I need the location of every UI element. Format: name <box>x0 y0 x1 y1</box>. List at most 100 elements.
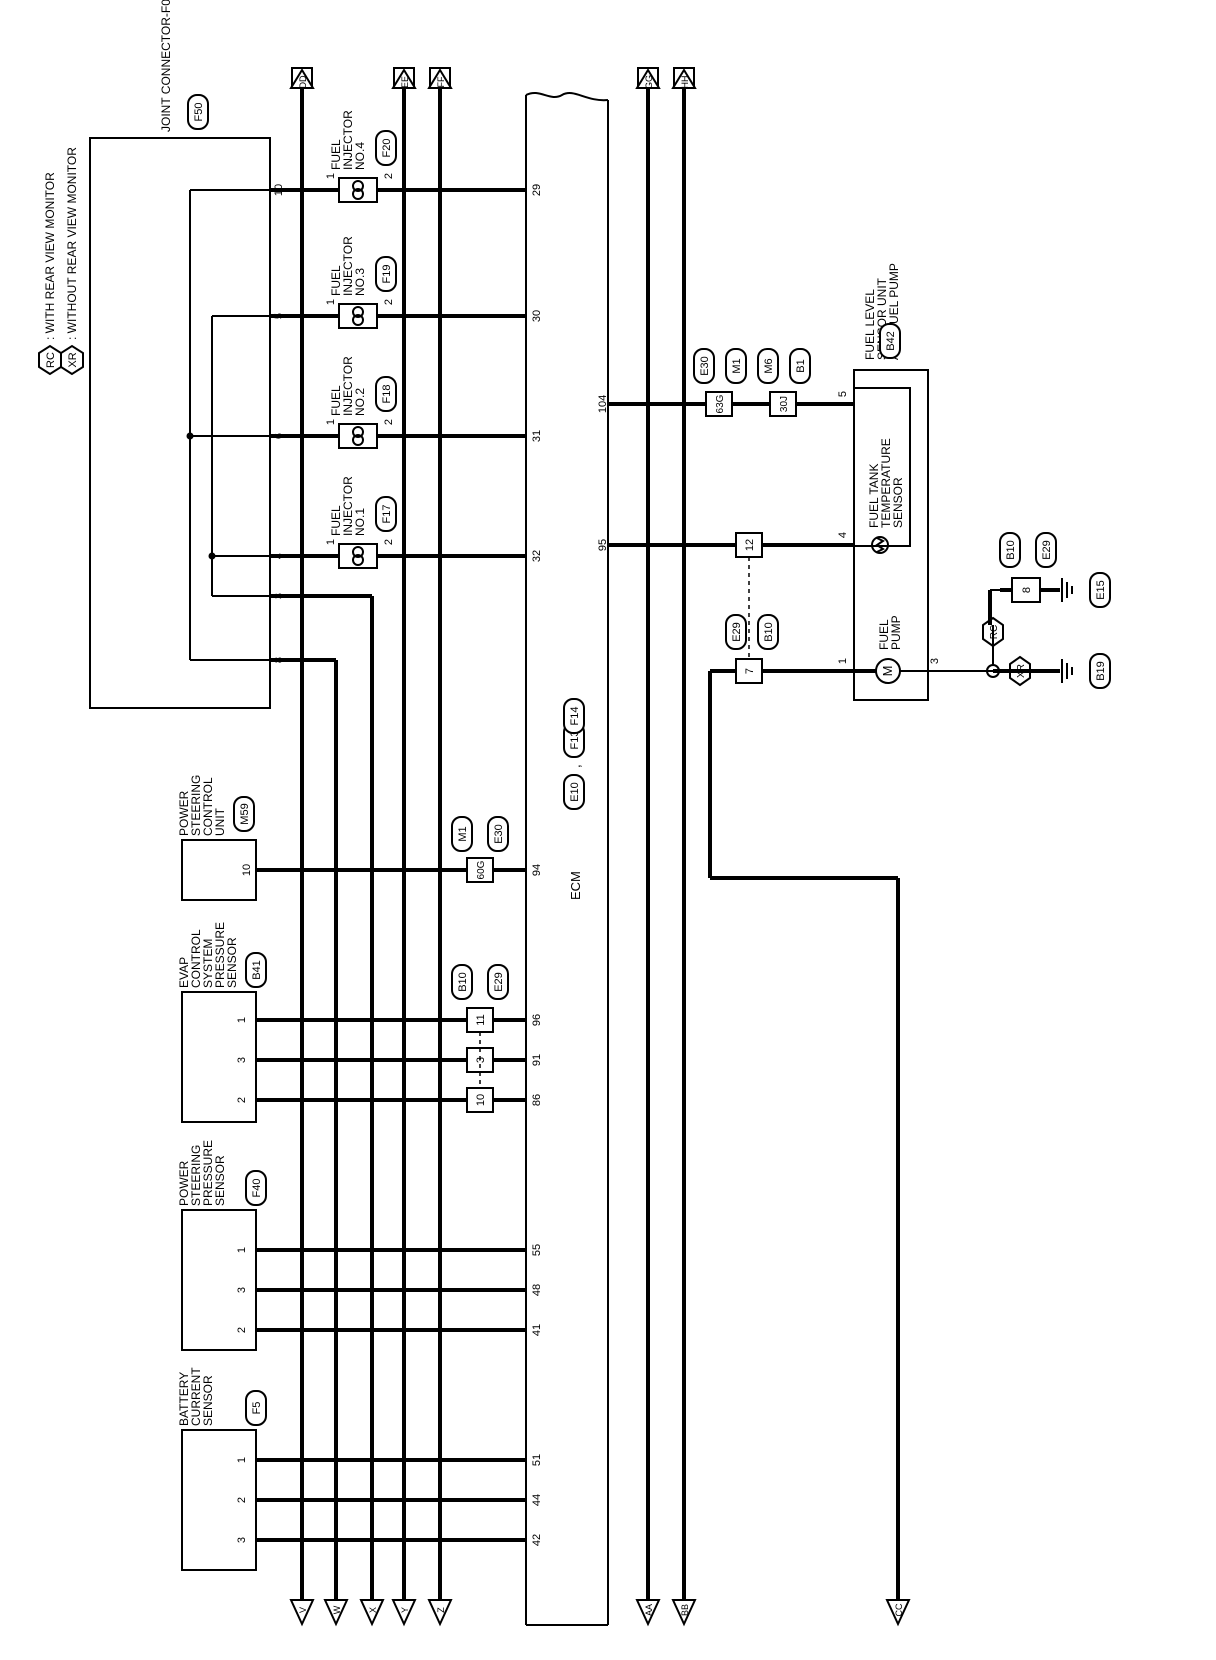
legend-rc: RC : WITH REAR VIEW MONITOR <box>38 172 62 376</box>
ecm: ECM E10 , F13 , F14 104 95 <box>525 92 609 1626</box>
splice-dot <box>186 432 194 440</box>
sensor-label: SENSOR <box>213 1155 227 1206</box>
ground-e15-icon <box>1061 577 1073 603</box>
injector-coil-icon <box>352 180 364 200</box>
arrow-dd: DD <box>289 67 315 89</box>
connector-12: 12 <box>735 532 763 558</box>
sensor-code: F40 <box>245 1170 267 1206</box>
injector-label: NO.3 <box>353 268 367 296</box>
svg-text:F14: F14 <box>569 707 581 726</box>
sensor-label: BATTERY <box>177 1372 191 1426</box>
ecm-pin: 32 <box>531 550 543 562</box>
ecm-pin: 42 <box>531 1534 543 1546</box>
joint-connector: JOINT CONNECTOR-F04 F50 10 5 6 4 3 8 <box>89 0 374 1600</box>
svg-text:E30: E30 <box>493 824 505 844</box>
pin-label: 4 <box>837 532 849 538</box>
connector-63g: 63G <box>705 391 733 417</box>
ecm-pin: 51 <box>531 1454 543 1466</box>
svg-text:M59: M59 <box>239 803 251 824</box>
sensor-label: STEERING <box>189 1145 203 1206</box>
arrow-label: V <box>298 1607 308 1613</box>
svg-text:E29: E29 <box>1041 540 1053 560</box>
injector-label: FUEL <box>329 505 343 536</box>
svg-text:F19: F19 <box>381 265 393 284</box>
arrow-cc: CC <box>885 1599 911 1627</box>
arrow-label: AA <box>644 1604 654 1616</box>
svg-text:M1: M1 <box>731 358 743 373</box>
svg-text:60G: 60G <box>476 860 487 879</box>
arrow-aa: AA <box>635 1599 661 1627</box>
ps-control-label: UNIT <box>213 807 227 836</box>
svg-text:E30: E30 <box>699 356 711 376</box>
svg-text:B10: B10 <box>763 622 775 642</box>
ecm-pin: 96 <box>531 1014 543 1026</box>
svg-text:M6: M6 <box>763 358 775 373</box>
svg-text:12: 12 <box>744 539 756 551</box>
ground-b19-icon <box>1061 658 1073 684</box>
pin-label: 1 <box>325 173 337 179</box>
code-m1: M1 <box>451 816 473 852</box>
pin-label: 1 <box>325 419 337 425</box>
temp-sensor-label: TEMPERATURE <box>879 438 893 528</box>
pin-label: 2 <box>383 173 395 179</box>
ecm-pin-94: 94 <box>531 864 543 876</box>
ecm-code-sep: , <box>568 764 583 768</box>
arrow-gg: GG <box>635 67 661 89</box>
svg-text:E29: E29 <box>731 622 743 642</box>
svg-text:E10: E10 <box>569 782 581 802</box>
ecm-code-e10: E10 <box>563 774 585 810</box>
pin-label: 2 <box>236 1327 248 1333</box>
svg-text:M1: M1 <box>457 826 469 841</box>
arrow-label: Y <box>400 1607 410 1613</box>
thermistor-icon <box>871 536 889 554</box>
svg-text:B1: B1 <box>795 359 807 372</box>
pin-label: 2 <box>383 539 395 545</box>
sensor-code: B41 <box>245 952 267 988</box>
ecm-pin: 30 <box>531 310 543 322</box>
svg-text:E29: E29 <box>493 972 505 992</box>
connector-60g: 60G <box>466 857 494 883</box>
code-b10: B10 <box>451 964 473 1000</box>
svg-text:7: 7 <box>744 668 756 674</box>
pin-label: 1 <box>236 1247 248 1253</box>
code-b10: B10 <box>999 532 1021 568</box>
ps-control-code: M59 <box>233 796 255 832</box>
fuel-pump-label: PUMP <box>889 615 903 650</box>
arrow-label: Z <box>436 1607 446 1613</box>
injector-label: INJECTOR <box>341 476 355 536</box>
pin-label: 3 <box>929 658 941 664</box>
pin-label: 1 <box>236 1457 248 1463</box>
sensor-label: PRESSURE <box>213 922 227 988</box>
pin-label: 1 <box>325 299 337 305</box>
svg-text:F40: F40 <box>251 1179 263 1198</box>
injector-label: INJECTOR <box>341 110 355 170</box>
injector-coil-icon <box>352 306 364 326</box>
legend-xr-code: XR <box>67 352 79 367</box>
ecm-pin: 29 <box>531 184 543 196</box>
motor-icon: M <box>875 658 901 684</box>
temp-sensor-label: FUEL TANK <box>867 464 881 528</box>
injector-label: FUEL <box>329 385 343 416</box>
arrow-bb: BB <box>671 1599 697 1627</box>
pin-label: 3 <box>236 1057 248 1063</box>
arrow-label: EE <box>400 76 410 88</box>
arrow-label: FF <box>436 76 446 87</box>
ecm-pin: 44 <box>531 1494 543 1506</box>
svg-text:M: M <box>880 666 895 677</box>
pin-label: 10 <box>241 864 253 876</box>
arrow-y: Y <box>391 1599 417 1627</box>
svg-text:63G: 63G <box>715 394 726 413</box>
fuel-unit-title: FUEL LEVEL <box>863 289 877 360</box>
arrow-label: X <box>368 1607 378 1613</box>
injector-code: F19 <box>375 256 397 292</box>
connector-11: 11 <box>466 1007 494 1033</box>
svg-text:B42: B42 <box>885 331 897 351</box>
arrow-label: HH <box>680 76 690 89</box>
injector-code: F20 <box>375 130 397 166</box>
